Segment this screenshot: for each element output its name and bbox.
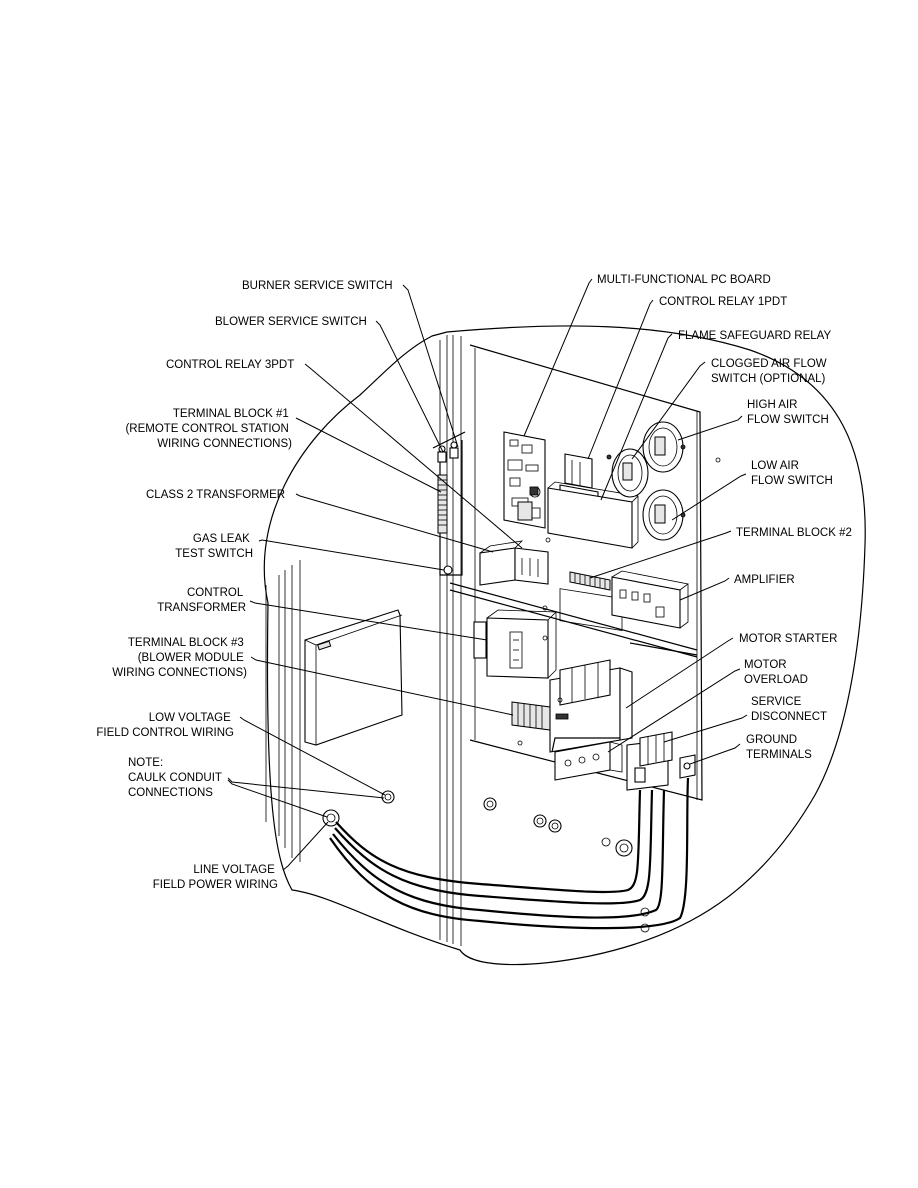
label-blower-service-switch: BLOWER SERVICE SWITCH	[215, 316, 367, 328]
label-terminal-block-1: TERMINAL BLOCK #1 (REMOTE CONTROL STATIO…	[125, 408, 292, 450]
label-amplifier: AMPLIFIER	[734, 574, 795, 586]
label-low-voltage-wiring: LOW VOLTAGE FIELD CONTROL WIRING	[96, 712, 234, 739]
callout-labels: BURNER SERVICE SWITCH BLOWER SERVICE SWI…	[96, 274, 851, 891]
air-flow-switches	[606, 421, 686, 541]
label-note-caulk: NOTE: CAULK CONDUIT CONNECTIONS	[128, 757, 225, 799]
enclosure-outline	[263, 325, 866, 966]
leader-lines	[227, 278, 748, 871]
label-clogged-air-flow-switch: CLOGGED AIR FLOW SWITCH (OPTIONAL)	[711, 358, 830, 385]
label-motor-starter: MOTOR STARTER	[739, 633, 837, 645]
label-terminal-block-2: TERMINAL BLOCK #2	[736, 527, 852, 539]
label-gas-leak-test-switch: GAS LEAK TEST SWITCH	[175, 533, 253, 560]
label-flame-safeguard-relay: FLAME SAFEGUARD RELAY	[678, 330, 831, 342]
panel-illustration	[263, 325, 866, 966]
label-ground-terminals: GROUND TERMINALS	[746, 734, 812, 761]
label-class2-transformer: CLASS 2 TRANSFORMER	[146, 489, 285, 501]
label-control-transformer: CONTROL TRANSFORMER	[157, 587, 246, 614]
power-wiring	[329, 777, 690, 930]
label-service-disconnect: SERVICE DISCONNECT	[751, 696, 827, 723]
label-burner-service-switch: BURNER SERVICE SWITCH	[242, 280, 393, 292]
label-high-air-flow-switch: HIGH AIR FLOW SWITCH	[747, 399, 829, 426]
label-terminal-block-3: TERMINAL BLOCK #3 (BLOWER MODULE WIRING …	[112, 637, 247, 679]
label-multi-functional-pc-board: MULTI-FUNCTIONAL PC BOARD	[597, 274, 771, 286]
label-line-voltage-wiring: LINE VOLTAGE FIELD POWER WIRING	[153, 864, 278, 891]
label-control-relay-1pdt: CONTROL RELAY 1PDT	[659, 296, 787, 308]
label-motor-overload: MOTOR OVERLOAD	[744, 659, 808, 686]
label-low-air-flow-switch: LOW AIR FLOW SWITCH	[751, 460, 833, 487]
label-control-relay-3pdt: CONTROL RELAY 3PDT	[166, 359, 294, 371]
